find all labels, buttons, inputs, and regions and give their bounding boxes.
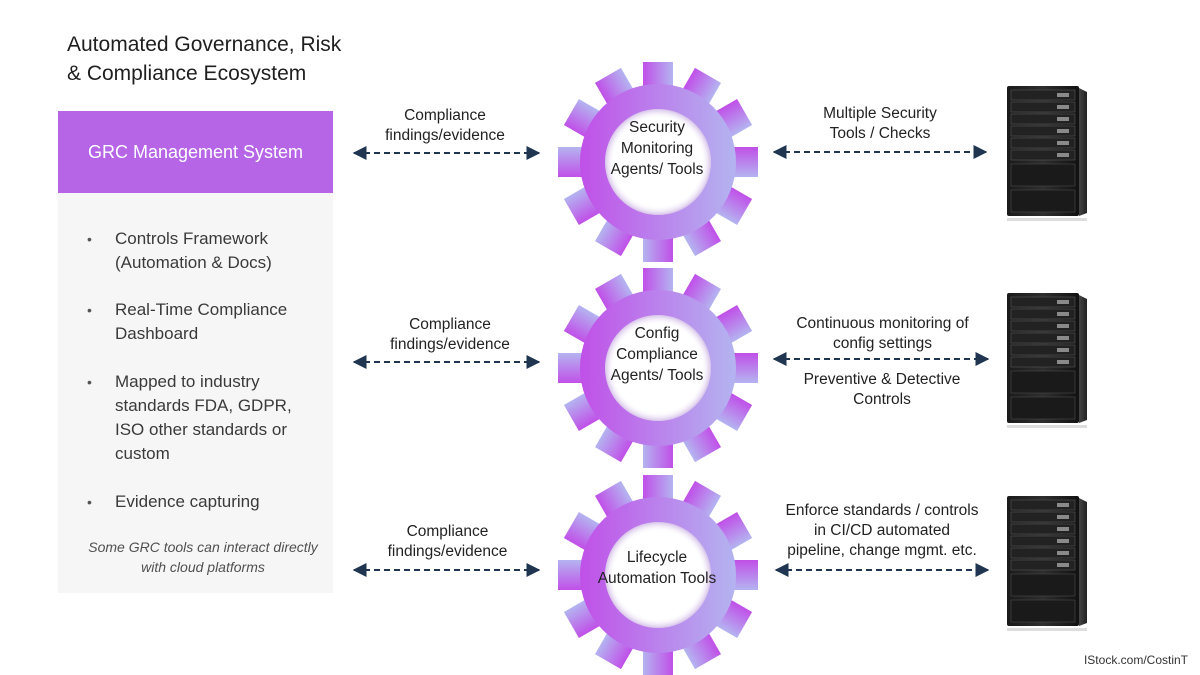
flow-label-config-monitoring: Continuous monitoring of config settings <box>796 315 969 352</box>
grc-header-label: GRC Management System <box>87 141 304 162</box>
grc-item-label: Controls Framework (Automation & Docs) <box>115 229 272 272</box>
grc-item-label: Real-Time Compliance Dashboard <box>115 300 288 343</box>
grc-item-evidence: • Evidence capturing <box>87 490 325 514</box>
grc-item-controls-framework: • Controls Framework (Automation & Docs) <box>87 227 325 275</box>
image-credit: IStock.com/CostinT <box>1083 653 1188 667</box>
gear-label-config-compliance: Config Compliance Agents/ Tools <box>610 325 704 384</box>
grc-note: Some GRC tools can interact directly wit… <box>88 539 318 575</box>
bullet-icon: • <box>87 374 92 390</box>
gear-label-security-monitoring: Security Monitoring Agents/ Tools <box>610 119 704 178</box>
server-rack-icon <box>1007 293 1087 428</box>
flow-label-compliance-findings: Compliance findings/evidence <box>387 523 508 560</box>
flow-label-preventive-detective: Preventive & Detective Controls <box>803 371 961 408</box>
page-title: Automated Governance, Risk & Compliance … <box>67 33 342 85</box>
flow-label-security-tools: Multiple Security Tools / Checks <box>823 105 937 142</box>
server-rack-icon <box>1007 496 1087 631</box>
bullet-icon: • <box>87 302 92 318</box>
gear-label-lifecycle-automation: Lifecycle Automation Tools <box>597 549 717 587</box>
grc-item-label: Evidence capturing <box>115 492 260 511</box>
flow-label-compliance-findings: Compliance findings/evidence <box>385 107 505 144</box>
grc-item-dashboard: • Real-Time Compliance Dashboard <box>87 298 325 346</box>
flow-label-enforce-standards: Enforce standards / controls in CI/CD au… <box>785 502 979 559</box>
grc-item-label: Mapped to industry standards FDA, GDPR, … <box>115 372 292 463</box>
flow-label-compliance-findings: Compliance findings/evidence <box>390 316 510 353</box>
server-rack-icon <box>1007 86 1087 221</box>
bullet-icon: • <box>87 494 92 510</box>
grc-item-standards: • Mapped to industry standards FDA, GDPR,… <box>87 370 325 466</box>
grc-management-system-header: GRC Management System <box>58 111 333 193</box>
grc-panel: •Controls Framework (Automation & Docs) … <box>58 193 333 593</box>
bullet-icon: • <box>87 231 92 247</box>
